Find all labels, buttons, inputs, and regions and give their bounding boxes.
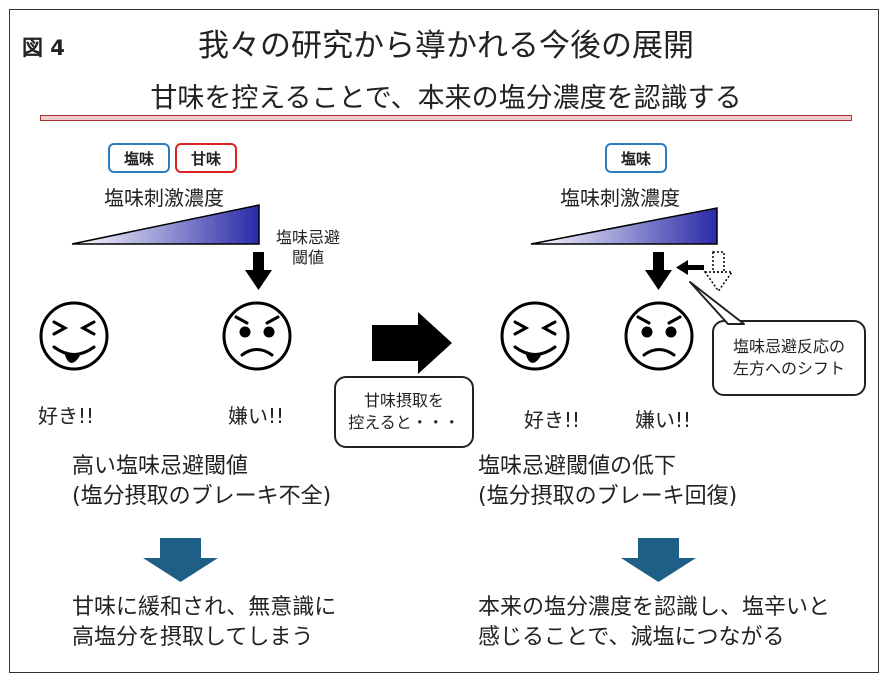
like-label-left: 好き!!: [38, 404, 95, 428]
down-arrow-left: [143, 538, 218, 582]
threshold-arrow-left: [245, 252, 272, 290]
salt-taste-tag-right: 塩味: [605, 143, 667, 173]
dislike-label-left: 嫌い!!: [228, 404, 285, 428]
down-arrow-right: [621, 538, 696, 582]
middle-callout-line2: 控えると・・・: [348, 413, 460, 432]
left-summary: 高い塩味忌避閾値 (塩分摂取のブレーキ不全): [72, 452, 331, 511]
left-summary-line1: 高い塩味忌避閾値: [72, 454, 249, 479]
shift-left-arrow: [676, 260, 704, 275]
figure-title: 我々の研究から導かれる今後の展開: [198, 28, 694, 64]
stimulus-gradient-wedge-right: [530, 207, 718, 245]
middle-callout-line1: 甘味摂取を: [363, 390, 444, 410]
figure-label: 図 4: [22, 36, 65, 60]
left-summary-line2: (塩分摂取のブレーキ不全): [72, 483, 332, 509]
sweet-taste-tag: 甘味: [175, 143, 237, 173]
left-result-line2: 高塩分を摂取してしまう: [72, 624, 314, 650]
worried-face-right: [624, 301, 694, 371]
stimulus-label-left: 塩味刺激濃度: [104, 186, 224, 210]
right-summary-line2: (塩分摂取のブレーキ回復): [478, 483, 738, 509]
happy-face-right: [500, 301, 570, 371]
big-right-arrow: [372, 312, 452, 374]
stimulus-gradient-wedge-left: [71, 204, 260, 245]
title-divider: [40, 115, 852, 121]
left-result-line1: 甘味に緩和され、無意識に: [72, 595, 337, 620]
right-summary: 塩味忌避閾値の低下 (塩分摂取のブレーキ回復): [478, 452, 737, 511]
right-result-line2: 感じることで、減塩につながる: [478, 624, 785, 650]
figure-subtitle: 甘味を控えることで、本来の塩分濃度を認識する: [150, 83, 742, 114]
worried-face-left: [222, 301, 292, 371]
right-result: 本来の塩分濃度を認識し、塩辛いと 感じることで、減塩につながる: [478, 593, 830, 652]
happy-face-left: [39, 301, 109, 371]
stimulus-label-right: 塩味刺激濃度: [560, 186, 680, 210]
original-threshold-dotted-arrow: [703, 251, 734, 293]
threshold-arrow-right: [645, 252, 672, 290]
left-result: 甘味に緩和され、無意識に 高塩分を摂取してしまう: [72, 593, 336, 652]
shift-callout: 塩味忌避反応の 左方へのシフト: [712, 320, 866, 396]
dislike-label-right: 嫌い!!: [635, 408, 692, 432]
shift-callout-line1: 塩味忌避反応の: [732, 336, 845, 356]
shift-callout-tail: [689, 281, 745, 325]
threshold-label-line1: 塩味忌避: [275, 228, 340, 247]
right-summary-line1: 塩味忌避閾値の低下: [478, 454, 677, 479]
threshold-label-line2: 閾値: [291, 248, 324, 267]
salt-taste-tag-left: 塩味: [108, 143, 170, 173]
threshold-label: 塩味忌避 閾値: [268, 228, 348, 268]
like-label-right: 好き!!: [524, 408, 581, 432]
figure-frame: [9, 9, 879, 673]
middle-callout: 甘味摂取を 控えると・・・: [334, 376, 474, 448]
shift-callout-line2: 左方へのシフト: [732, 359, 845, 378]
right-result-line1: 本来の塩分濃度を認識し、塩辛いと: [478, 595, 831, 620]
